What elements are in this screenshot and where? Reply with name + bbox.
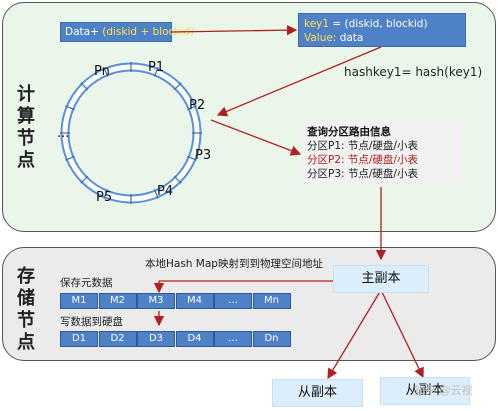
data-prefix: Data+: [65, 26, 103, 38]
arrow-primary-to-replica-1: [327, 289, 382, 380]
storage-node-label: 存储节点: [17, 266, 35, 353]
route-row-p2: 分区P2: 节点/硬盘/小表: [307, 154, 418, 166]
metadata-cell: ...: [214, 293, 252, 309]
ring-node-p4: P4: [157, 184, 174, 199]
ring-tick: [187, 105, 197, 111]
ring-tick: [153, 189, 159, 199]
key-name: key1: [304, 18, 330, 30]
value-definition: data: [336, 32, 364, 44]
route-title: 查询分区路由信息: [307, 126, 391, 138]
key-definition: = (diskid, blockid): [329, 18, 428, 30]
watermark: 知乎 @云视: [414, 384, 473, 397]
disk-cell: Dn: [252, 331, 291, 347]
ring-node-p1: P1: [148, 60, 165, 75]
metadata-cell: M4: [175, 293, 214, 309]
ring-tick: [153, 67, 159, 77]
secondary-replica-1: 从副本: [272, 379, 363, 407]
ring-node-ellipsis: ...: [57, 126, 70, 141]
ring-tick: [80, 175, 89, 184]
hash-map-label: 本地Hash Map映射到到物理空间地址: [145, 258, 323, 270]
key-value-box: key1 = (diskid, blockid) Value: data: [298, 13, 466, 47]
data-key-highlight: (diskid + blockid): [102, 26, 195, 38]
disk-cell: D4: [175, 331, 214, 347]
arrow-p2-to-route: [210, 119, 302, 156]
secondary-replica-2: 从副本: [380, 377, 470, 405]
metadata-cell: M2: [98, 293, 137, 309]
disk-write-label: 写数据到硬盘: [60, 316, 123, 328]
value-name: Value:: [304, 32, 337, 44]
metadata-cell: Mn: [252, 293, 291, 309]
disk-cell: D1: [60, 331, 98, 347]
disk-cell: D2: [98, 331, 137, 347]
hash-label: hashkey1= hash(key1): [344, 65, 483, 79]
primary-replica: 主副本: [333, 265, 429, 293]
ring-tick: [103, 67, 109, 77]
data-input-box: Data+ (diskid + blockid): [60, 22, 194, 42]
metadata-cell: M3: [137, 293, 175, 309]
disk-cell: D3: [137, 331, 175, 347]
ring-tick: [187, 155, 197, 161]
metadata-cell: M1: [60, 293, 98, 309]
arrow-input-to-kv: [171, 24, 298, 36]
disk-cell: ...: [214, 331, 252, 347]
ring-tick: [173, 82, 182, 91]
ring-node-p5: P5: [96, 190, 113, 205]
ring-tick: [103, 189, 109, 199]
ring-node-pn: Pn: [94, 64, 110, 79]
arrow-kv-to-ring: [216, 46, 382, 117]
ring-node-p2: P2: [189, 98, 206, 113]
ring-node-p3: P3: [195, 148, 212, 163]
arrow-primary-to-replica-2: [380, 289, 424, 379]
route-row-p3: 分区P3: 节点/硬盘/小表: [307, 168, 418, 180]
compute-node-label: 计算节点: [17, 84, 35, 171]
ring-tick: [65, 155, 75, 161]
ring-tick: [80, 82, 89, 91]
ring-tick: [173, 175, 182, 184]
metadata-label: 保存元数据: [60, 277, 113, 289]
route-row-p1: 分区P1: 节点/硬盘/小表: [307, 140, 418, 152]
ring-tick: [65, 105, 75, 111]
route-info-box: 查询分区路由信息 分区P1: 节点/硬盘/小表 分区P2: 节点/硬盘/小表 分…: [301, 121, 461, 187]
